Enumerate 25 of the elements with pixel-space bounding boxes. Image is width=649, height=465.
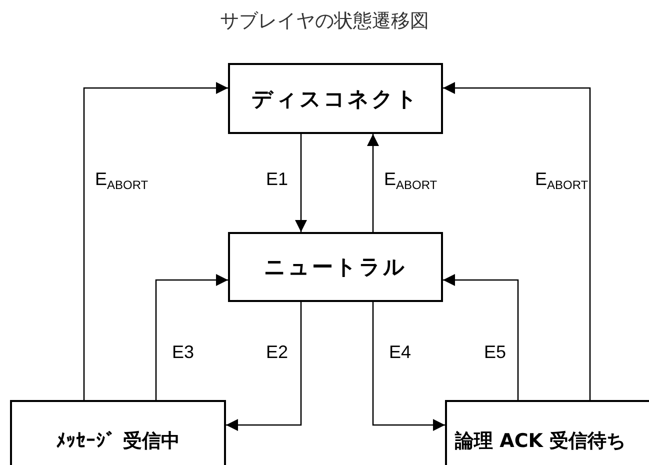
edge-label: E3 [172,343,194,361]
state-name: ニュートラル [264,254,407,281]
state-box [228,63,443,134]
arrow [443,82,591,400]
arrow [83,82,228,400]
diagram-title: サブレイヤの状態遷移図 [219,9,430,34]
edge-label: E1 [266,170,288,188]
state-name: ﾒｯｾｰｼﾞ 受信中 [56,429,180,454]
arrow [295,134,307,232]
edge-label: E$_{ABORT}$ [535,170,588,191]
arrow [372,302,445,431]
state-box [10,400,226,465]
state-name: ディスコネクト [252,86,420,112]
edge-label: E$_{ABORT}$ [95,170,148,191]
arrow [155,274,228,400]
edge-label: E4 [389,343,412,361]
state-box [445,400,649,465]
state-name: 論理 ACK 受信待ち [455,429,626,454]
edge-label: E5 [484,343,506,361]
edge-label: E2 [266,343,288,361]
arrow [367,134,379,232]
arrow [226,302,302,431]
arrow [443,274,519,400]
edge-label: E$_{ABORT}$ [384,170,438,191]
state-box [228,232,443,302]
